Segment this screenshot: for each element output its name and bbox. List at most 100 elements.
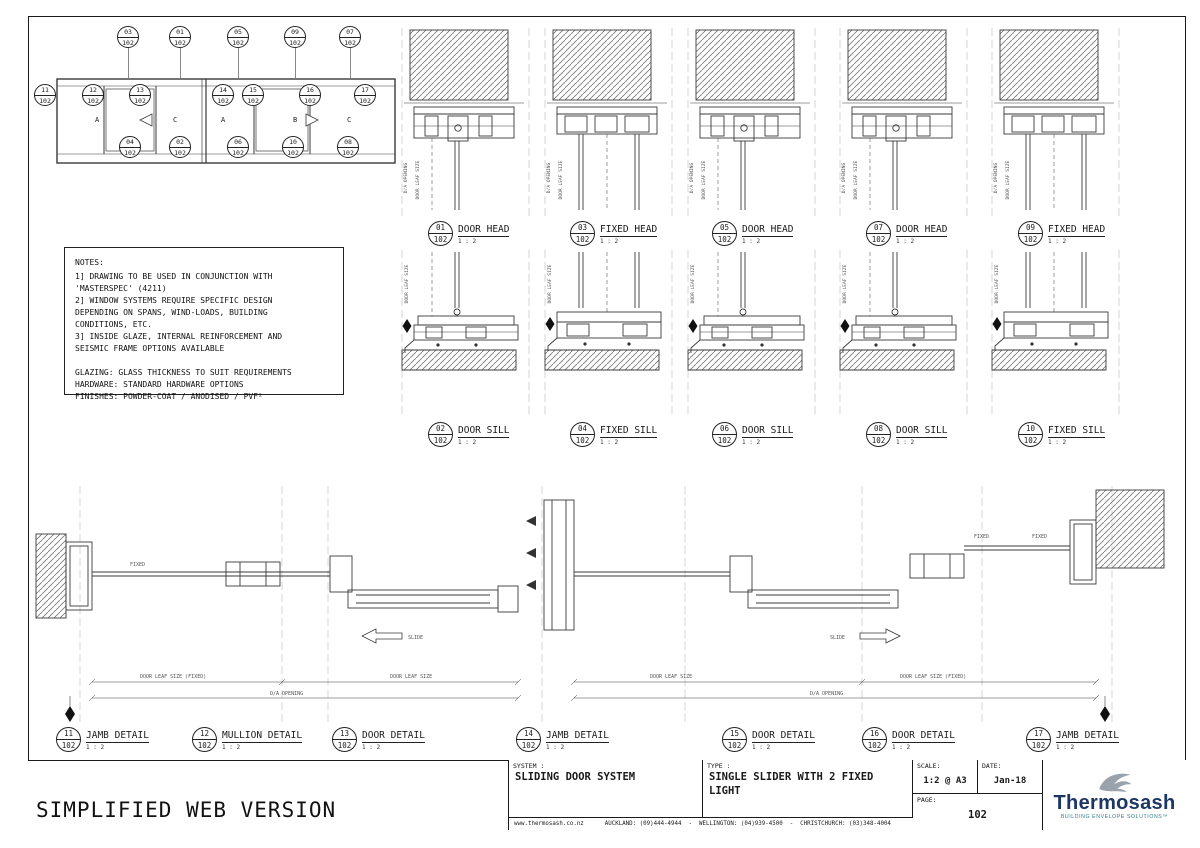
scale-label: SCALE: bbox=[917, 762, 941, 770]
dim-label: DOOR LEAF SIZE (FIXED) bbox=[140, 674, 206, 680]
pane-letter: C bbox=[347, 116, 352, 124]
bubble-sheet: 102 bbox=[717, 235, 732, 244]
bubble-sheet: 102 bbox=[87, 97, 99, 105]
bubble-sheet: 102 bbox=[1031, 741, 1046, 750]
detail-drawing-10-fixed-sill bbox=[988, 250, 1133, 418]
bubble-num: 14 bbox=[517, 728, 540, 740]
bubble-sheet: 102 bbox=[217, 97, 229, 105]
bubble-sheet: 102 bbox=[1023, 235, 1038, 244]
detail-title: MULLION DETAIL bbox=[222, 730, 303, 743]
bubble-sheet: 102 bbox=[287, 149, 299, 157]
bubble-sheet: 102 bbox=[39, 97, 51, 105]
detail-title: FIXED SILL bbox=[600, 425, 658, 438]
detail-title: DOOR DETAIL bbox=[752, 730, 815, 743]
page-cell: PAGE: 102 bbox=[913, 794, 1042, 830]
detail-scale: 1 : 2 bbox=[362, 744, 381, 751]
page-label: PAGE: bbox=[917, 796, 937, 804]
detail-drawing-03-fixed-head bbox=[541, 28, 686, 218]
date-cell: DATE: Jan-18 bbox=[977, 760, 1042, 793]
contact-strip: www.thermosash.co.nz AUCKLAND: (09)444-4… bbox=[509, 817, 913, 830]
bubble-sheet: 102 bbox=[61, 741, 76, 750]
detail-scale: 1 : 2 bbox=[742, 238, 761, 245]
bubble-num: 03 bbox=[118, 27, 138, 38]
bubble-sheet: 102 bbox=[727, 741, 742, 750]
bubble-sheet: 102 bbox=[337, 741, 352, 750]
leader-line bbox=[180, 48, 181, 78]
bubble-num: 12 bbox=[83, 85, 103, 96]
bubble-num: 16 bbox=[863, 728, 886, 740]
detail-title: FIXED HEAD bbox=[600, 224, 658, 237]
bubble-num: 07 bbox=[867, 222, 890, 234]
detail-scale: 1 : 2 bbox=[742, 439, 761, 446]
detail-title: DOOR HEAD bbox=[458, 224, 510, 237]
titleblock-system-cell: SYSTEM : SLIDING DOOR SYSTEM bbox=[509, 760, 703, 830]
dim-label: D/A OPENING bbox=[810, 691, 843, 697]
date-value: Jan-18 bbox=[993, 776, 1027, 786]
title-block: SYSTEM : SLIDING DOOR SYSTEM TYPE : SING… bbox=[508, 760, 1186, 830]
bubble-num: 01 bbox=[170, 27, 190, 38]
plan-label-fixed: FIXED bbox=[974, 534, 989, 540]
page-value: 102 bbox=[968, 809, 987, 821]
bubble-num: 17 bbox=[355, 85, 375, 96]
dim-label: DOOR LEAF SIZE (FIXED) bbox=[900, 674, 966, 680]
bubble-sheet: 102 bbox=[289, 39, 301, 47]
bubble-num: 06 bbox=[713, 423, 736, 435]
bubble-sheet: 102 bbox=[871, 235, 886, 244]
detail-scale: 1 : 2 bbox=[1048, 238, 1067, 245]
detail-scale: 1 : 2 bbox=[546, 744, 565, 751]
bubble-sheet: 102 bbox=[304, 97, 316, 105]
bubble-num: 11 bbox=[35, 85, 55, 96]
detail-drawing-01-door-head bbox=[398, 28, 543, 218]
bubble-num: 01 bbox=[429, 222, 452, 234]
detail-scale: 1 : 2 bbox=[892, 744, 911, 751]
bubble-num: 04 bbox=[120, 137, 140, 148]
detail-drawing-09-fixed-head bbox=[988, 28, 1133, 218]
bubble-num: 15 bbox=[723, 728, 746, 740]
detail-scale: 1 : 2 bbox=[222, 744, 241, 751]
detail-title: JAMB DETAIL bbox=[546, 730, 609, 743]
bubble-sheet: 102 bbox=[1023, 436, 1038, 445]
system-label: SYSTEM : bbox=[513, 762, 545, 770]
titleblock-logo-cell: Thermosash BUILDING ENVELOPE SOLUTIONS™ bbox=[1043, 760, 1186, 830]
bubble-sheet: 102 bbox=[232, 39, 244, 47]
bubble-num: 14 bbox=[213, 85, 233, 96]
bubble-sheet: 102 bbox=[134, 97, 146, 105]
scale-value: 1:2 @ A3 bbox=[923, 776, 967, 786]
detail-title: DOOR SILL bbox=[458, 425, 510, 438]
bubble-sheet: 102 bbox=[122, 39, 134, 47]
bubble-num: 04 bbox=[571, 423, 594, 435]
detail-scale: 1 : 2 bbox=[600, 238, 619, 245]
system-value: SLIDING DOOR SYSTEM bbox=[515, 771, 636, 783]
bubble-sheet: 102 bbox=[433, 436, 448, 445]
bubble-num: 16 bbox=[300, 85, 320, 96]
bubble-num: 07 bbox=[340, 27, 360, 38]
bubble-num: 09 bbox=[1019, 222, 1042, 234]
detail-scale: 1 : 2 bbox=[896, 439, 915, 446]
bubble-num: 02 bbox=[170, 137, 190, 148]
bubble-sheet: 102 bbox=[232, 149, 244, 157]
detail-scale: 1 : 2 bbox=[458, 238, 477, 245]
detail-scale: 1 : 2 bbox=[600, 439, 619, 446]
detail-drawing-08-door-sill bbox=[836, 250, 981, 418]
bubble-sheet: 102 bbox=[575, 235, 590, 244]
